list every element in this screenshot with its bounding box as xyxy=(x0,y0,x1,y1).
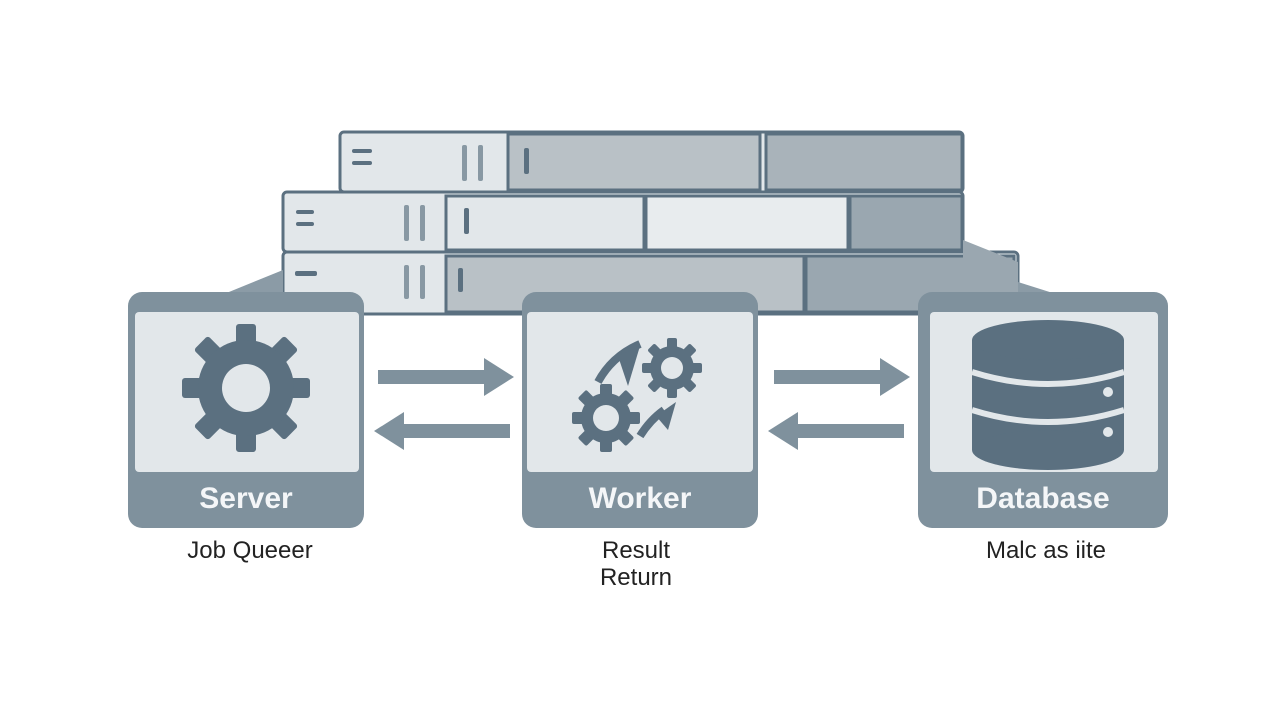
worker-caption-line2: Return xyxy=(599,564,673,591)
database-icon xyxy=(971,320,1125,470)
worker-caption-line1: Result xyxy=(601,537,671,564)
database-label: Database xyxy=(976,482,1110,515)
worker-label: Worker xyxy=(588,482,692,515)
database-node xyxy=(918,292,1168,528)
worker-node xyxy=(522,292,758,528)
server-label: Server xyxy=(199,482,293,515)
server-rack-icon xyxy=(224,130,1075,316)
arrow-left-icon xyxy=(768,412,904,450)
gear-icon xyxy=(182,324,310,452)
database-caption: Malc as iite xyxy=(985,537,1107,564)
server-node xyxy=(128,292,364,528)
server-caption: Job Queeer xyxy=(187,537,313,564)
arrow-right-icon xyxy=(378,358,514,396)
arrow-left-icon xyxy=(374,412,510,450)
gears-arrows-icon xyxy=(572,338,702,452)
arrow-right-icon xyxy=(774,358,910,396)
